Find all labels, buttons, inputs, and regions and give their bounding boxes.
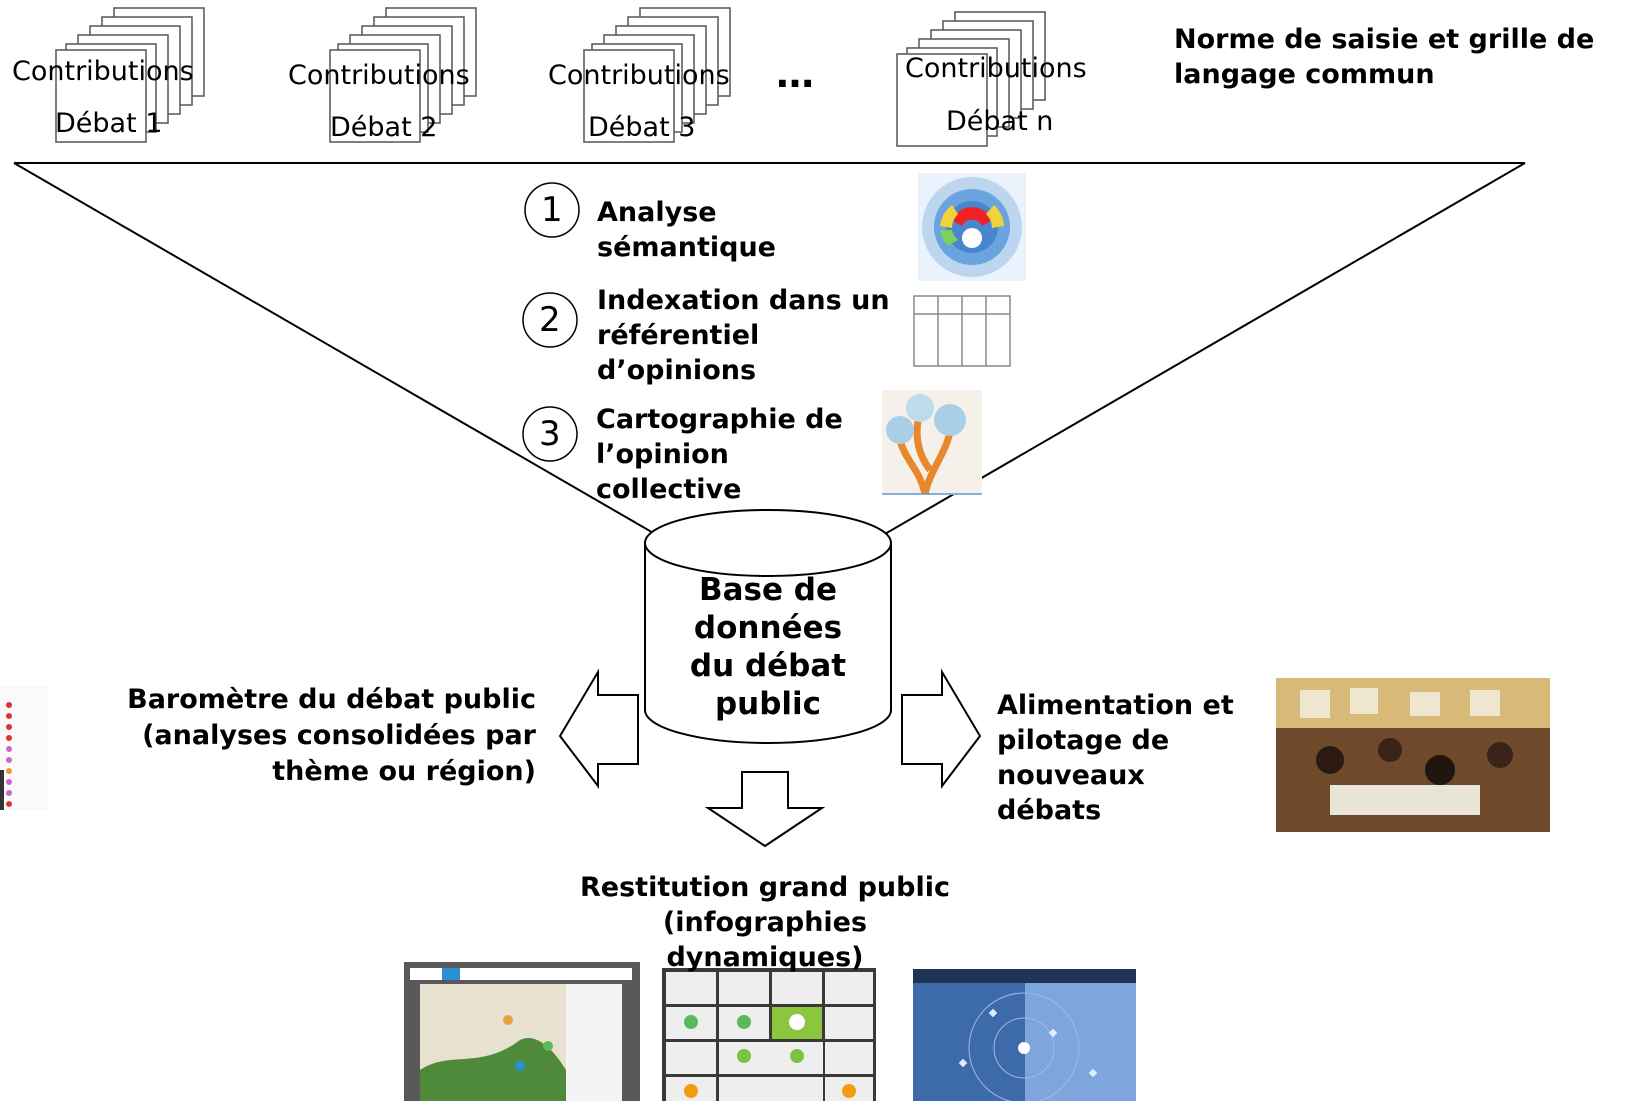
map-screenshot-thumbnail bbox=[404, 962, 640, 1101]
step-1-circle bbox=[524, 182, 580, 238]
ellipsis: … bbox=[776, 52, 814, 96]
sunburst-chart-icon bbox=[918, 173, 1026, 281]
document-stack-n bbox=[896, 11, 1046, 147]
tiles-screenshot-thumbnail bbox=[662, 968, 876, 1101]
norm-label: Norme de saisie et grille de langage com… bbox=[1174, 24, 1595, 90]
barometer-label: Baromètre du débat public (analyses cons… bbox=[127, 684, 536, 787]
database-cylinder bbox=[644, 509, 892, 744]
step-2-circle bbox=[522, 292, 578, 348]
restitution-label: Restitution grand public (infographies d… bbox=[580, 872, 950, 973]
workshop-photo bbox=[1276, 678, 1550, 832]
barometer-list-thumbnail bbox=[0, 686, 48, 810]
step-2-number: 2 bbox=[539, 300, 561, 340]
doc-1-debate: Débat 1 bbox=[55, 108, 163, 139]
down-arrow bbox=[704, 771, 826, 848]
left-arrow bbox=[558, 668, 639, 789]
doc-2-title: Contributions bbox=[288, 60, 470, 91]
doc-1-title: Contributions bbox=[12, 56, 194, 87]
step-3-text: Cartographie de l’opinion collective bbox=[596, 404, 843, 505]
doc-3-debate: Débat 3 bbox=[588, 112, 696, 143]
document-stack-1 bbox=[55, 7, 205, 143]
doc-2-debate: Débat 2 bbox=[330, 112, 438, 143]
doc-n-title: Contributions bbox=[905, 53, 1087, 84]
right-arrow bbox=[901, 668, 982, 789]
step-2-text: Indexation dans un référentiel d’opinion… bbox=[597, 285, 890, 386]
database-label: Base de données du débat public bbox=[689, 572, 847, 722]
document-stack-2 bbox=[329, 7, 477, 143]
step-3-number: 3 bbox=[539, 414, 561, 454]
step-1-text: Analyse sémantique bbox=[597, 197, 776, 263]
alimentation-label: Alimentation et pilotage de nouveaux déb… bbox=[997, 690, 1234, 826]
doc-3-title: Contributions bbox=[548, 60, 730, 91]
step-3-circle bbox=[522, 406, 578, 462]
cartography-screenshot-thumbnail bbox=[913, 969, 1136, 1101]
grid-table-icon bbox=[913, 295, 1011, 367]
step-1-number: 1 bbox=[541, 190, 563, 230]
document-stack-3 bbox=[583, 7, 731, 143]
opinion-tree-icon bbox=[882, 390, 982, 495]
doc-n-debate: Débat n bbox=[946, 106, 1054, 137]
